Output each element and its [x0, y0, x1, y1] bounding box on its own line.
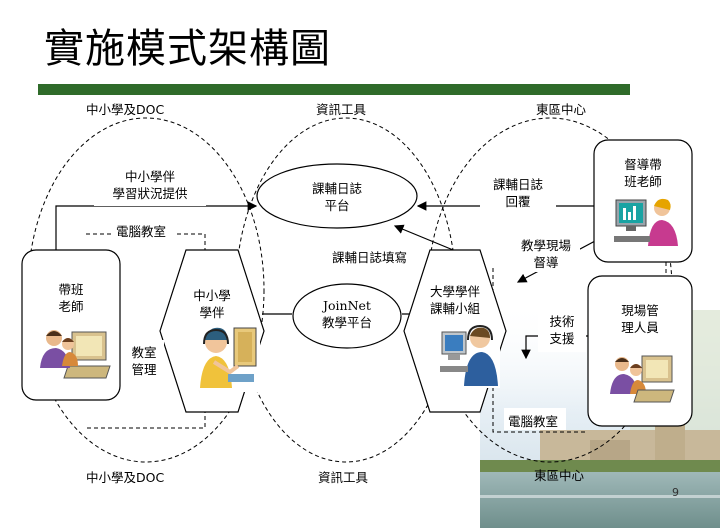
site-manager-line2: 理人員 [621, 320, 659, 335]
student-partner-line1: 中小學 [193, 288, 231, 303]
joinnet-line2: 教學平台 [321, 315, 372, 330]
joinnet-node [292, 283, 402, 349]
supervisor-at-monitor-icon [612, 194, 680, 250]
tutoring-log-line2: 平台 [324, 198, 350, 213]
computer-room-left-label: 電腦教室 [116, 224, 167, 239]
student-partner-line2: 學伴 [199, 305, 225, 320]
onsite-supervision-line1: 教學現場 [520, 238, 571, 253]
onsite-supervision-line2: 督導 [533, 255, 559, 270]
class-teacher-line1: 帶班 [58, 282, 84, 297]
page-number: 9 [672, 486, 679, 499]
joinnet-line1: JoinNet [323, 298, 371, 313]
tutoring-log-label: 課輔日誌 平台 [297, 180, 377, 214]
computer-room-right-label: 電腦教室 [508, 414, 559, 429]
student-with-headset-icon [198, 322, 260, 392]
university-partner-line1: 大學學伴 [429, 284, 480, 299]
computer-room-right-label-bg [504, 408, 566, 430]
region-label-top-left: 中小學及DOC [86, 102, 165, 117]
class-teacher-line2: 老師 [58, 299, 84, 314]
region-label-bottom-right: 東區中心 [534, 468, 585, 483]
learning-status-label-bg [94, 166, 206, 206]
learning-status-line1: 中小學伴 [124, 169, 175, 184]
title-underline-bar [38, 84, 630, 95]
class-teacher-label: 帶班 老師 [22, 281, 120, 315]
region-ellipse-left [27, 117, 265, 463]
university-partner-line2: 課輔小組 [429, 301, 480, 316]
classroom-mgmt-label: 教室 管理 [124, 344, 164, 378]
onsite-supervision-label: 教學現場 督導 [512, 237, 580, 271]
arrow-partner-to-log [393, 224, 459, 253]
supervisor-line1: 督導帶 [624, 157, 662, 172]
region-label-top-middle: 資訊工具 [316, 102, 367, 117]
log-reply-label-bg [480, 173, 556, 213]
classroom-mgmt-label-bg [124, 340, 164, 380]
classroom-mgmt-line2: 管理 [131, 362, 157, 377]
computer-room-left-label-bg [112, 218, 174, 240]
tutoring-log-line1: 課輔日誌 [311, 181, 362, 196]
teacher-at-computer-icon [32, 322, 112, 382]
student-partner-label: 中小學 學伴 [182, 287, 242, 321]
log-reply-line2: 回覆 [505, 194, 531, 209]
region-label-top-right: 東區中心 [536, 102, 587, 117]
university-partner-label: 大學學伴 課輔小組 [420, 283, 490, 317]
learning-status-label: 中小學伴 學習狀況提供 [94, 168, 206, 202]
staff-at-computer-icon [604, 350, 676, 404]
region-label-bottom-middle: 資訊工具 [318, 470, 369, 485]
log-writing-label: 課輔日誌填寫 [332, 250, 408, 265]
supervisor-label: 督導帶 班老師 [594, 156, 692, 190]
site-manager-line1: 現場管 [621, 303, 659, 318]
classroom-mgmt-line1: 教室 [131, 345, 157, 360]
tech-support-line1: 技術 [549, 314, 575, 329]
tech-support-label-bg [538, 310, 586, 352]
tutor-with-headset-icon [438, 322, 500, 388]
slide-title: 實施模式架構圖 [44, 26, 331, 72]
computer-room-right-boundary [492, 268, 588, 433]
supervision-label-bg [512, 234, 580, 272]
tech-support-line2: 支援 [549, 331, 575, 346]
learning-status-line2: 學習狀況提供 [112, 186, 188, 201]
region-label-bottom-left: 中小學及DOC [86, 470, 165, 485]
joinnet-label: JoinNet 教學平台 [307, 297, 387, 331]
supervisor-line2: 班老師 [624, 174, 662, 189]
log-reply-label: 課輔日誌 回覆 [480, 176, 556, 210]
tech-support-label: 技術 支援 [538, 313, 586, 347]
log-reply-line1: 課輔日誌 [492, 177, 543, 192]
tutoring-log-node [256, 163, 418, 229]
site-manager-label: 現場管 理人員 [588, 302, 692, 336]
